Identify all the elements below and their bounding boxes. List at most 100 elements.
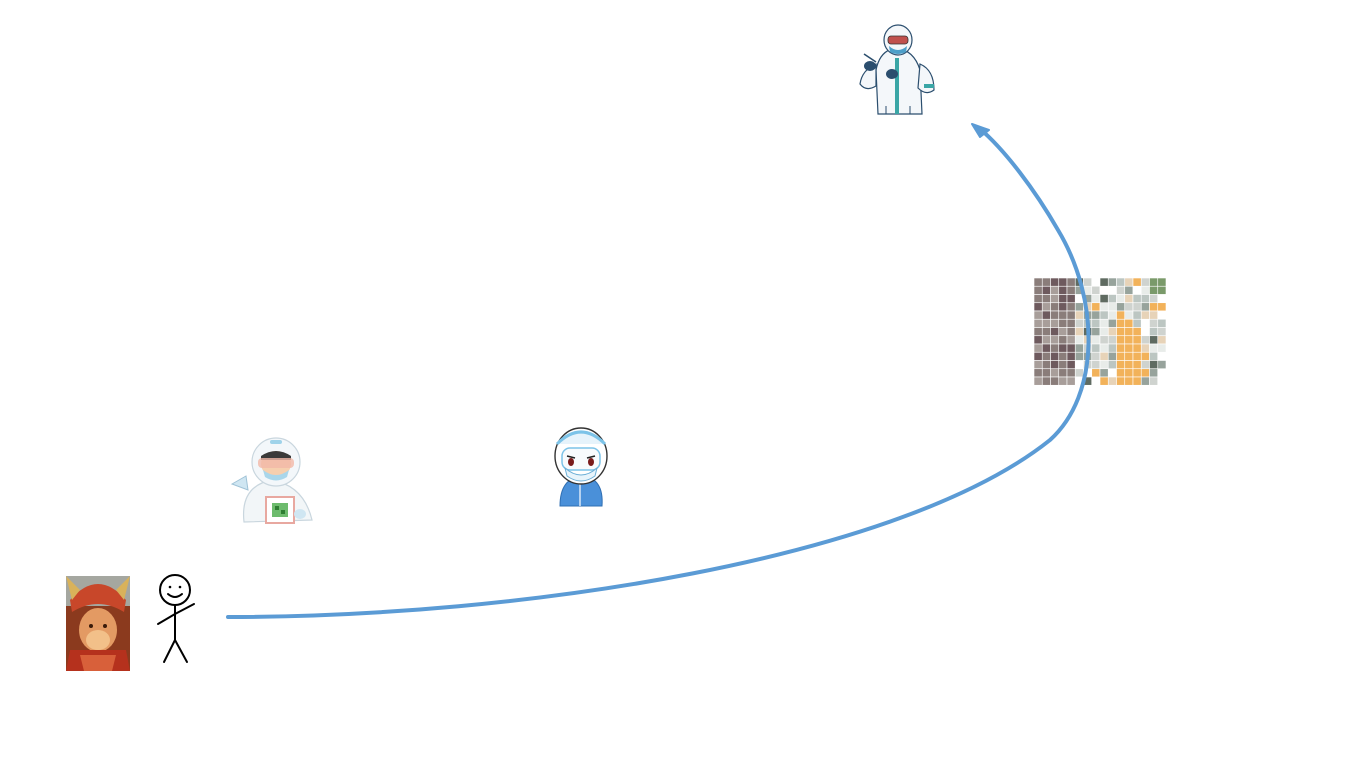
pixelated-testing-photo-icon	[1033, 277, 1167, 386]
mosaic-tile	[1107, 343, 1117, 353]
mosaic-tile	[1140, 360, 1150, 370]
mosaic-tile	[1050, 327, 1060, 337]
mosaic-tile	[1149, 318, 1159, 328]
mosaic-tile	[1074, 310, 1084, 320]
mosaic-tile	[1050, 318, 1060, 328]
mosaic-tile	[1066, 351, 1076, 361]
mosaic-tile	[1149, 302, 1159, 312]
mosaic-tile	[1124, 351, 1134, 361]
mosaic-tile	[1107, 302, 1117, 312]
mosaic-tile	[1091, 277, 1101, 287]
mosaic-tile	[1033, 294, 1043, 304]
mosaic-tile	[1058, 376, 1068, 386]
mosaic-tile	[1116, 360, 1126, 370]
mosaic-tile	[1149, 360, 1159, 370]
mosaic-tile	[1058, 335, 1068, 345]
mosaic-tile	[1058, 318, 1068, 328]
mosaic-tile	[1124, 360, 1134, 370]
mosaic-tile	[1058, 277, 1068, 287]
mosaic-tile	[1107, 277, 1117, 287]
mosaic-tile	[1099, 310, 1109, 320]
mosaic-tile	[1132, 360, 1142, 370]
mosaic-tile	[1124, 277, 1134, 287]
mosaic-tile	[1132, 368, 1142, 378]
mosaic-tile	[1140, 318, 1150, 328]
mosaic-tile	[1041, 318, 1051, 328]
mosaic-tile	[1140, 327, 1150, 337]
mosaic-tile	[1058, 368, 1068, 378]
mosaic-tile	[1091, 285, 1101, 295]
mosaic-tile	[1058, 310, 1068, 320]
mosaic-tile	[1124, 327, 1134, 337]
mosaic-tile	[1091, 335, 1101, 345]
mosaic-tile	[1107, 285, 1117, 295]
mosaic-tile	[1107, 335, 1117, 345]
mosaic-tile	[1033, 351, 1043, 361]
mosaic-tile	[1091, 294, 1101, 304]
mosaic-tile	[1091, 351, 1101, 361]
mosaic-tile	[1132, 327, 1142, 337]
mosaic-tile	[1099, 376, 1109, 386]
mosaic-tile	[1124, 343, 1134, 353]
mosaic-tile	[1083, 277, 1093, 287]
mosaic-tile	[1050, 302, 1060, 312]
mosaic-tile	[1157, 335, 1167, 345]
mosaic-tile	[1140, 310, 1150, 320]
mosaic-tile	[1140, 376, 1150, 386]
mosaic-tile	[1091, 310, 1101, 320]
mosaic-tile	[1149, 335, 1159, 345]
mosaic-tile	[1099, 277, 1109, 287]
mosaic-tile	[1132, 351, 1142, 361]
mosaic-tile	[1050, 335, 1060, 345]
mosaic-tile	[1132, 376, 1142, 386]
mosaic-tile	[1050, 343, 1060, 353]
hazmat-worker-qr-code-icon	[230, 437, 313, 524]
mosaic-tile	[1066, 318, 1076, 328]
mosaic-tile	[1074, 343, 1084, 353]
mosaic-tile	[1033, 327, 1043, 337]
mosaic-tile	[1074, 360, 1084, 370]
mosaic-tile	[1116, 294, 1126, 304]
mosaic-tile	[1099, 343, 1109, 353]
mosaic-tile	[1157, 285, 1167, 295]
mosaic-tile	[1091, 343, 1101, 353]
mosaic-tile	[1124, 302, 1134, 312]
mosaic-tile	[1107, 327, 1117, 337]
mosaic-tile	[1033, 335, 1043, 345]
mosaic-tile	[1074, 327, 1084, 337]
mosaic-tile	[1066, 277, 1076, 287]
mosaic-tile	[1157, 368, 1167, 378]
mosaic-tile	[1041, 285, 1051, 295]
mosaic-tile	[1033, 360, 1043, 370]
mosaic-tile	[1091, 327, 1101, 337]
hazmat-worker-face-icon	[554, 427, 608, 507]
mosaic-tile	[1157, 376, 1167, 386]
mosaic-tile	[1132, 285, 1142, 295]
mosaic-tile	[1058, 294, 1068, 304]
mosaic-tile	[1116, 285, 1126, 295]
stick-figure-icon	[157, 574, 195, 663]
mosaic-tile	[1132, 302, 1142, 312]
mosaic-tile	[1066, 376, 1076, 386]
mosaic-tile	[1099, 360, 1109, 370]
mosaic-tile	[1140, 335, 1150, 345]
mosaic-tile	[1066, 294, 1076, 304]
mosaic-tile	[1124, 285, 1134, 295]
mosaic-tile	[1041, 294, 1051, 304]
mosaic-tile	[1099, 335, 1109, 345]
mosaic-tile	[1058, 343, 1068, 353]
mosaic-tile	[1157, 310, 1167, 320]
mosaic-tile	[1050, 368, 1060, 378]
mosaic-tile	[1041, 343, 1051, 353]
mosaic-tile	[1157, 277, 1167, 287]
mosaic-tile	[1132, 343, 1142, 353]
mosaic-tile	[1116, 335, 1126, 345]
mosaic-tile	[1050, 310, 1060, 320]
mosaic-tile	[1107, 310, 1117, 320]
mosaic-tile	[1124, 376, 1134, 386]
mosaic-tile	[1041, 310, 1051, 320]
mosaic-tile	[1033, 310, 1043, 320]
mosaic-tile	[1091, 360, 1101, 370]
